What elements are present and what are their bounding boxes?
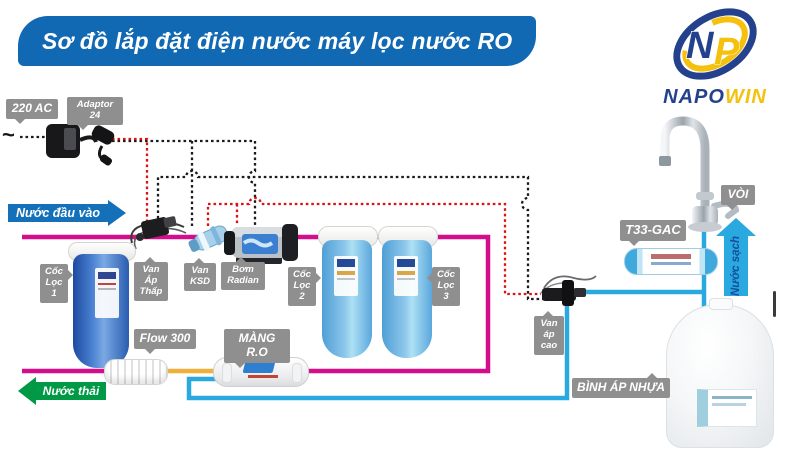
pressure-tank [666,291,776,448]
tag-ro-membrane: MÀNG R.O [224,329,290,368]
tag-220ac: 220 AC [6,99,58,124]
tag-filter-cup-2: Cốc Lọc 2 [288,267,321,306]
brand-logo: N P NAPOWIN [638,6,792,107]
tag-t33: T33-GAC [620,220,686,246]
wire-red-adaptor-to-lowswitch [112,137,149,221]
filter-housing-1 [62,242,140,370]
wire-black-lowswitch-to-highswitch [156,169,544,301]
tag-flow-300: Flow 300 [134,329,196,354]
tag-faucet: VÒI [721,185,755,210]
input-water-arrow: Nước đầu vào [8,200,126,226]
clean-line-cyan-membrane-to-valve [186,300,570,401]
tank-port [709,298,733,310]
clean-water-arrow: Nước sạch [716,218,756,296]
tag-adaptor: Adaptor 24 [67,97,123,130]
page-title: Sơ đồ lắp đặt điện nước máy lọc nước RO [42,27,513,54]
ac-tilde-symbol: ~ [2,122,15,147]
t33-post-carbon-filter [624,248,718,275]
filter-housing-3 [378,226,438,360]
svg-text:N: N [686,25,715,67]
tank-label [697,389,757,427]
logo-swoosh-icon: N P [673,8,757,80]
high-pressure-valve [530,270,600,310]
tag-pump: Bơm Radian [221,257,265,290]
tag-pressure-tank: BÌNH ÁP NHỰA [572,373,670,398]
low-pressure-valve [126,203,192,259]
flow-restrictor [104,359,168,385]
input-water-label: Nước đầu vào [15,206,100,220]
power-adaptor [44,120,124,168]
brand-name-napo: NAPO [663,86,725,108]
clean-water-label: Nước sạch [730,235,742,297]
tag-high-pressure-valve: Van áp cao [534,311,564,355]
filter-housing-2 [318,226,378,360]
tag-filter-cup-1: Cốc Lọc 1 [40,264,73,303]
wire-red-loop [206,196,541,296]
tag-filter-cup-3: Cốc Lọc 3 [427,267,460,306]
waste-water-arrow: Nước thải [18,377,106,405]
brand-name-win: WIN [724,86,767,108]
faucet [640,108,770,238]
ksd-valve [188,218,234,258]
title-banner: Sơ đồ lắp đặt điện nước máy lọc nước RO [18,16,536,66]
booster-pump [224,221,302,267]
brand-name: NAPOWIN [638,87,792,107]
tag-ksd-valve: Van KSD [184,258,216,291]
svg-text:P: P [714,31,740,73]
waste-water-label: Nước thải [42,384,100,398]
tag-low-pressure-valve: Van Áp Thấp [134,257,168,301]
